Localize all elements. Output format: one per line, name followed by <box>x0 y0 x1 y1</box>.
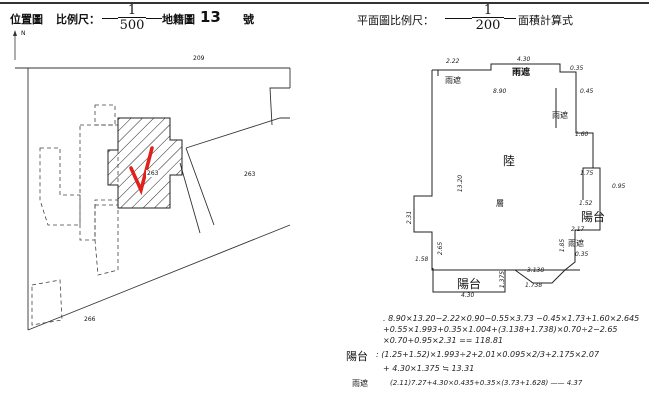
dimension: 2.17 <box>571 226 585 233</box>
dimension: 2.22 <box>446 58 460 65</box>
dimension: 0.45 <box>580 88 594 95</box>
dimension: 0.35 <box>570 65 584 72</box>
neighbour-buildings <box>31 104 119 326</box>
calc-canopy-label: 雨遮 <box>352 379 368 388</box>
dimension: 3.138 <box>527 267 545 274</box>
dimension: 1.58 <box>415 256 429 263</box>
scale-line <box>146 18 162 19</box>
top-border <box>0 2 649 4</box>
sheet-number: 13 <box>200 8 221 26</box>
area-calc-label: 面積計算式 <box>518 14 573 27</box>
dimension: 1.375 <box>499 270 507 289</box>
calc-main-line-1: . 8.90×13.20−2.22×0.90−0.55×3.73 −0.45×1… <box>383 314 640 323</box>
dimension: 1.75 <box>580 170 594 177</box>
scale-line <box>102 18 118 19</box>
calc-balcony-line-1: : (1.25+1.52)×1.993÷2+2.01×0.095×2/3+2.1… <box>376 350 600 359</box>
canopy-label: 雨遮 <box>512 68 531 78</box>
dimension: 2.65 <box>437 241 445 256</box>
dimension: 1.85 <box>559 238 567 253</box>
dimension: 4.30 <box>461 292 475 299</box>
lot-number: 263 <box>244 171 256 178</box>
scale-line <box>504 18 516 19</box>
dimension: 4.30 <box>517 56 531 63</box>
canopy-label: 雨遮 <box>445 76 461 85</box>
canopy-label: 雨遮 <box>552 111 568 120</box>
subject-building <box>107 117 183 209</box>
calc-main-line-2: +0.55×1.993+0.35×1.004+(3.138+1.738)×0.7… <box>383 325 618 334</box>
calc-balcony-line-2: + 4.30×1.375 ≒ 13.31 <box>383 364 475 373</box>
site-plan <box>15 67 291 331</box>
check-mark-icon <box>129 146 154 196</box>
dimension: 8.90 <box>493 88 507 95</box>
balcony-label: 陽台 <box>581 210 606 224</box>
dimension: 13.20 <box>457 174 465 193</box>
north-label: N <box>21 30 26 37</box>
calc-main-line-3: ×0.70+0.95×2.31 == 118.81 <box>383 336 504 345</box>
scale-line <box>445 18 472 19</box>
floor-scale-fraction: 1 200 <box>472 4 504 32</box>
balcony-label: 陽台 <box>457 277 482 291</box>
lot-number: 263 <box>146 170 160 177</box>
dimension: 1.52 <box>579 200 593 207</box>
sheet-suffix: 號 <box>243 13 254 26</box>
north-arrow-icon <box>13 30 17 60</box>
cadastral-label: 地籍圖 <box>162 13 195 26</box>
canopy-label: 雨遮 <box>568 239 584 248</box>
lot-number: 209 <box>193 55 205 62</box>
dimension: 1.60 <box>575 131 589 138</box>
lot-number: 266 <box>84 316 96 323</box>
floor-plan-title: 平面圖比例尺： <box>357 14 434 27</box>
calc-balcony-label: 陽台 <box>346 350 368 363</box>
location-map-title: 位置圖 <box>10 13 43 26</box>
dimension: 1.738 <box>525 282 543 289</box>
floor-plan-outline <box>413 63 601 293</box>
dimension: 0.95 <box>612 183 626 190</box>
calc-canopy-line: (2.11)7.27+4.30×0.435+0.35×(3.73+1.628) … <box>390 379 583 387</box>
floor-label: 陸 <box>503 154 516 168</box>
dimension: 2.31 <box>406 210 414 225</box>
floor-label-2: 層 <box>496 199 504 208</box>
location-scale-fraction: 1 500 <box>118 3 146 33</box>
dimension: 0.35 <box>575 251 589 258</box>
scale-label: 比例尺： <box>56 13 100 26</box>
